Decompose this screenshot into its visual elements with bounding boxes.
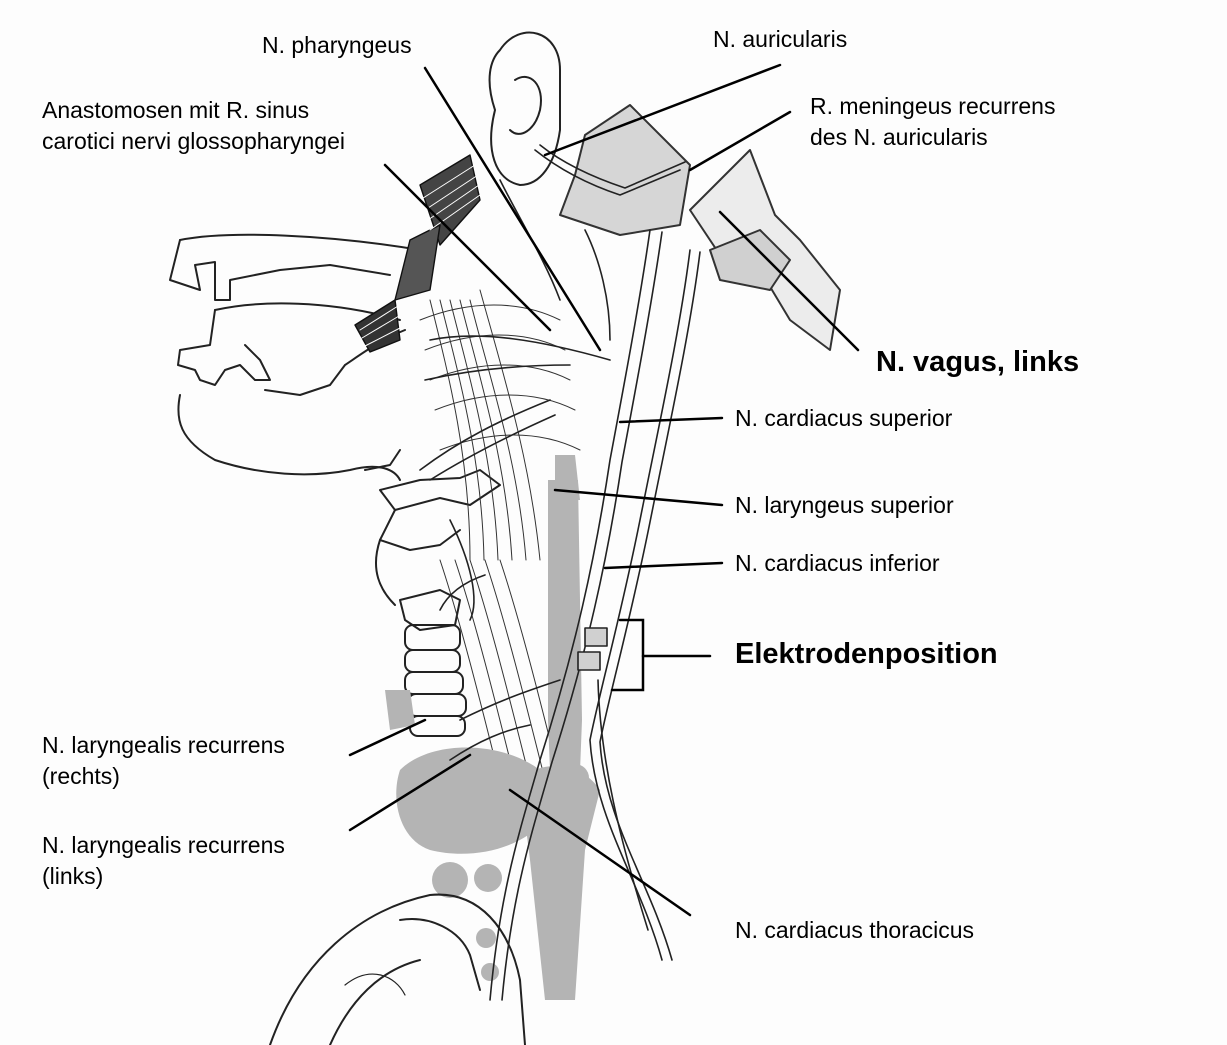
label-anastomosen-line2: carotici nervi glossopharyngei — [42, 126, 345, 157]
label-elektrodenposition: Elektrodenposition — [735, 637, 998, 671]
label-cardiacus-thoracicus: N. cardiacus thoracicus — [735, 915, 974, 946]
label-cardiacus-inferior: N. cardiacus inferior — [735, 548, 940, 579]
label-cardiacus-superior: N. cardiacus superior — [735, 403, 952, 434]
skull-bone — [560, 105, 840, 350]
anatomy-drawing — [170, 33, 840, 1045]
muscle-bundles — [355, 155, 480, 352]
label-recurrens-rechts-line2: (rechts) — [42, 761, 120, 792]
larynx-outline — [376, 470, 500, 630]
ear-outline — [490, 33, 560, 185]
label-anastomosen-line1: Anastomosen mit R. sinus — [42, 95, 309, 126]
label-recurrens-links-line2: (links) — [42, 861, 103, 892]
leader-cardiacus-inferior — [605, 563, 722, 568]
label-recurrens-links-line1: N. laryngealis recurrens — [42, 830, 285, 861]
label-vagus: N. vagus, links — [876, 345, 1079, 379]
label-laryngeus-superior: N. laryngeus superior — [735, 490, 954, 521]
label-recurrens-rechts-line1: N. laryngealis recurrens — [42, 730, 285, 761]
mandible-outline — [170, 235, 420, 480]
leader-recurrens-rechts — [350, 720, 425, 755]
electrode-bracket — [612, 620, 643, 690]
label-pharyngeus: N. pharyngeus — [262, 30, 412, 61]
label-auricularis: N. auricularis — [713, 24, 847, 55]
leader-laryngeus-superior — [555, 490, 722, 505]
label-meningeus-line2: des N. auricularis — [810, 122, 988, 153]
label-meningeus-line1: R. meningeus recurrens — [810, 91, 1055, 122]
